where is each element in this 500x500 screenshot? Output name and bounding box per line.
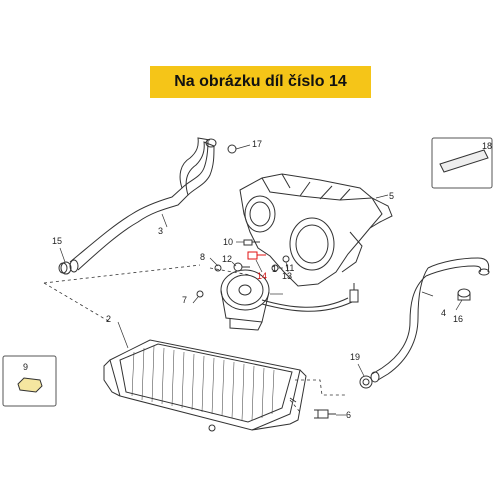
callout-12: 12 <box>222 254 232 264</box>
callout-numbers: 1 2 3 4 5 6 7 8 9 10 11 12 13 14 15 16 1… <box>23 139 492 420</box>
callout-8: 8 <box>200 252 205 262</box>
callout-10: 10 <box>223 237 233 247</box>
part-10-screw <box>243 239 260 246</box>
callout-9: 9 <box>23 362 28 372</box>
callout-14: 14 <box>257 271 267 281</box>
callout-1: 1 <box>272 264 277 274</box>
assembly-guide-lines <box>43 264 345 413</box>
callout-17: 17 <box>252 139 262 149</box>
banner-text: Na obrázku díl číslo 14 <box>174 73 347 90</box>
part-19-clamp <box>359 375 373 389</box>
part-13-nut <box>282 255 290 263</box>
callout-7: 7 <box>182 295 187 305</box>
part-7-screw <box>196 290 204 298</box>
callout-11: 11 <box>285 263 294 273</box>
callout-4: 4 <box>441 308 446 318</box>
callout-13: 13 <box>282 271 292 281</box>
radiator-fins <box>131 345 275 421</box>
part-4-lower-hose <box>370 257 490 383</box>
callout-18: 18 <box>482 141 492 151</box>
part-18-pad-box <box>431 137 493 189</box>
callout-5: 5 <box>389 191 394 201</box>
part-1-cooling-fan <box>220 269 359 331</box>
part-14-thermoswitch <box>247 251 266 260</box>
callout-15: 15 <box>52 236 62 246</box>
callout-6: 6 <box>346 410 351 420</box>
callout-16: 16 <box>453 314 463 324</box>
callout-19: 19 <box>350 352 360 362</box>
part-2-radiator <box>103 339 307 432</box>
callout-2: 2 <box>106 314 111 324</box>
part-3-upper-hose <box>69 137 217 273</box>
leader-lines <box>59 144 463 416</box>
callout-3: 3 <box>158 226 163 236</box>
part-5-air-duct <box>239 173 393 287</box>
part-9-clip-box <box>2 355 57 407</box>
part-17-clamp <box>227 144 237 154</box>
part-8-nut <box>214 264 222 272</box>
part-highlight-banner: Na obrázku díl číslo 14 <box>150 66 371 98</box>
part-6-sensor <box>314 409 336 419</box>
part-16-clamp <box>457 288 471 301</box>
part-15-clamp <box>58 261 72 275</box>
